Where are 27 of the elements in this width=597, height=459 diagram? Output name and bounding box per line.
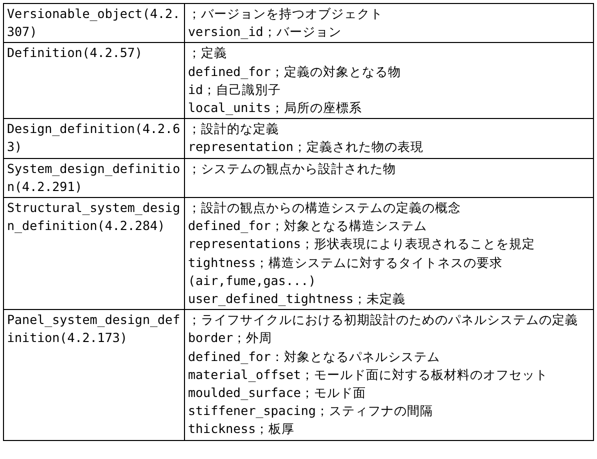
- class-name-cell: Definition(4.2.57): [4, 42, 184, 119]
- attribute-text: ；バージョンを持つオブジェクト: [188, 5, 384, 23]
- class-name-cell: Structural_system_design_definition(4.2.284): [4, 198, 184, 310]
- class-name-cell: Panel_system_design_definition(4.2.173): [4, 310, 184, 440]
- attribute-text: ；設計の観点からの構造システムの定義の概念: [188, 199, 462, 218]
- attribute-text: user_defined_tightness；未定義: [188, 290, 407, 308]
- attribute-text: defined_for：対象となるパネルシステム: [188, 348, 441, 366]
- class-name-cell: System_design_definition(4.2.291): [4, 158, 184, 198]
- attribute-text: stiffener_spacing；スティフナの間隔: [188, 402, 434, 420]
- attribute-text: ；設計的な定義: [188, 120, 280, 138]
- class-name-cell: Versionable_object(4.2.307): [4, 4, 184, 43]
- attribute-text: thickness；板厚: [188, 420, 296, 438]
- attribute-text: defined_for；定義の対象となる物: [188, 62, 402, 81]
- attribute-text: tightness；構造システムに対するタイトネスの要求 (air,fume,gas...): [188, 254, 504, 290]
- attribute-text: material_offset；モールド面に対する板材料のオフセット: [188, 366, 549, 384]
- attribute-text: local_units；局所の座標系: [188, 99, 363, 118]
- attribute-text: ；システムの観点から設計された物: [188, 160, 397, 178]
- attribute-text: moulded_surface；モルド面: [188, 384, 367, 402]
- attribute-text: representations；形状表現により表現されることを規定: [188, 235, 536, 254]
- attribute-text: id；自己識別子: [188, 80, 282, 99]
- attribute-text: defined_for；対象となる構造システム: [188, 217, 428, 236]
- attribute-text: border；外周: [188, 329, 274, 348]
- attribute-text: ；定義: [188, 44, 228, 62]
- class-name-cell: Design_definition(4.2.63): [4, 118, 184, 158]
- attribute-text: version_id；バージョン: [188, 23, 342, 42]
- attribute-text: ；ライフサイクルにおける初期設計のためのパネルシステムの定義: [188, 311, 579, 330]
- attribute-text: representation；定義された物の表現: [188, 138, 424, 156]
